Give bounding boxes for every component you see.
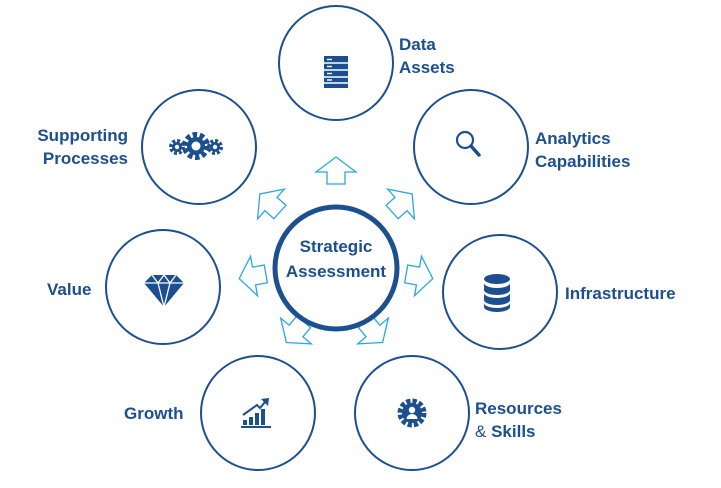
center-label-line1: Strategic <box>299 237 373 256</box>
gears-icon <box>169 132 223 160</box>
label-word: Skills <box>491 422 536 441</box>
label-line: Resources <box>475 399 562 418</box>
diamond-icon <box>144 273 184 308</box>
node-circle-data-assets <box>278 5 394 121</box>
center-circle <box>272 204 400 332</box>
label-line: & Skills <box>475 420 562 443</box>
outward-arrow-icon <box>403 254 434 298</box>
server-rack-icon <box>324 56 348 88</box>
magnifier-icon <box>455 130 481 157</box>
ampersand: & <box>475 422 487 441</box>
label-line: Processes <box>42 149 128 168</box>
outward-arrow-icon <box>279 315 314 345</box>
outward-arrow-icon <box>314 156 358 185</box>
node-circle-analytics <box>413 89 529 205</box>
label-line: Growth <box>124 404 184 423</box>
label-value: Value <box>47 278 91 301</box>
label-line: Supporting <box>37 126 128 145</box>
label-line: Capabilities <box>535 152 631 171</box>
label-resources: Resources & Skills <box>475 397 562 443</box>
center-label-line2: Assessment <box>285 262 387 281</box>
person-gear-icon <box>397 398 427 428</box>
node-circle-resources <box>354 355 470 471</box>
label-supporting: Supporting Processes <box>31 124 128 170</box>
label-growth: Growth <box>124 402 184 425</box>
center-label: Strategic Assessment <box>274 234 398 284</box>
node-circle-value <box>105 229 221 345</box>
outward-arrow-icon <box>256 188 287 221</box>
database-icon <box>484 274 510 312</box>
node-circle-growth <box>200 355 316 471</box>
label-line: Data <box>399 35 436 54</box>
label-line: Analytics <box>535 129 611 148</box>
label-line: Infrastructure <box>565 284 676 303</box>
label-infrastructure: Infrastructure <box>565 282 676 305</box>
label-data-assets: Data Assets <box>399 33 455 79</box>
label-line: Value <box>47 280 92 299</box>
label-line: Assets <box>399 58 455 77</box>
outward-arrow-icon <box>238 254 269 298</box>
node-circle-supporting <box>141 89 257 205</box>
outward-arrow-icon <box>385 188 416 221</box>
node-circle-infrastructure <box>442 234 558 350</box>
label-analytics: Analytics Capabilities <box>535 127 630 173</box>
growth-chart-icon <box>241 398 271 428</box>
